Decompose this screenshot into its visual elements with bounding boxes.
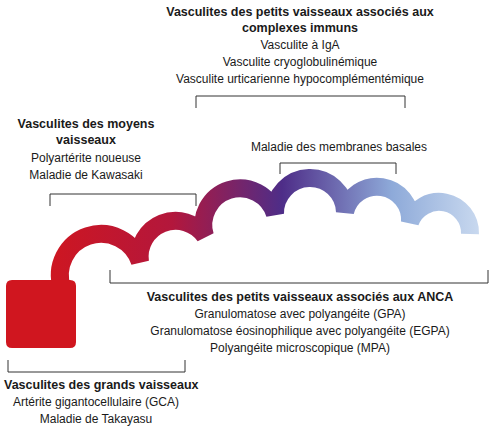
group-heading: Vasculites des grands vaisseaux	[4, 377, 199, 393]
disease-name: Granulomatose avec polyangéite (GPA)	[194, 307, 405, 323]
group-heading: Vasculites des moyens vaisseaux	[11, 116, 161, 149]
disease-name: Maladie de Kawasaki	[29, 168, 142, 184]
disease-name: Maladie des membranes basales	[251, 140, 427, 156]
disease-name: Vasculite à IgA	[260, 38, 339, 54]
bracket	[280, 163, 396, 174]
bracket	[50, 194, 196, 206]
disease-name: Maladie de Takayasu	[40, 412, 153, 428]
vessel-arches	[60, 178, 470, 288]
disease-name: Vasculite cryoglobulinémique	[223, 55, 378, 71]
disease-name: Polyangéite microscopique (MPA)	[210, 341, 390, 357]
group-heading: Vasculites des petits vaisseaux associés…	[165, 4, 435, 37]
disease-name: Polyartérite noueuse	[31, 151, 141, 167]
disease-name: Vasculite urticarienne hypocomplémentémi…	[176, 72, 424, 88]
disease-name: Granulomatose éosinophilique avec polyan…	[150, 324, 449, 340]
group-heading: Vasculites des petits vaisseaux associés…	[147, 289, 454, 305]
bracket	[110, 270, 488, 283]
bracket	[8, 360, 185, 372]
bracket	[196, 96, 405, 108]
disease-name: Artérite gigantocellulaire (GCA)	[13, 395, 179, 411]
large-vessel-block	[6, 280, 76, 348]
